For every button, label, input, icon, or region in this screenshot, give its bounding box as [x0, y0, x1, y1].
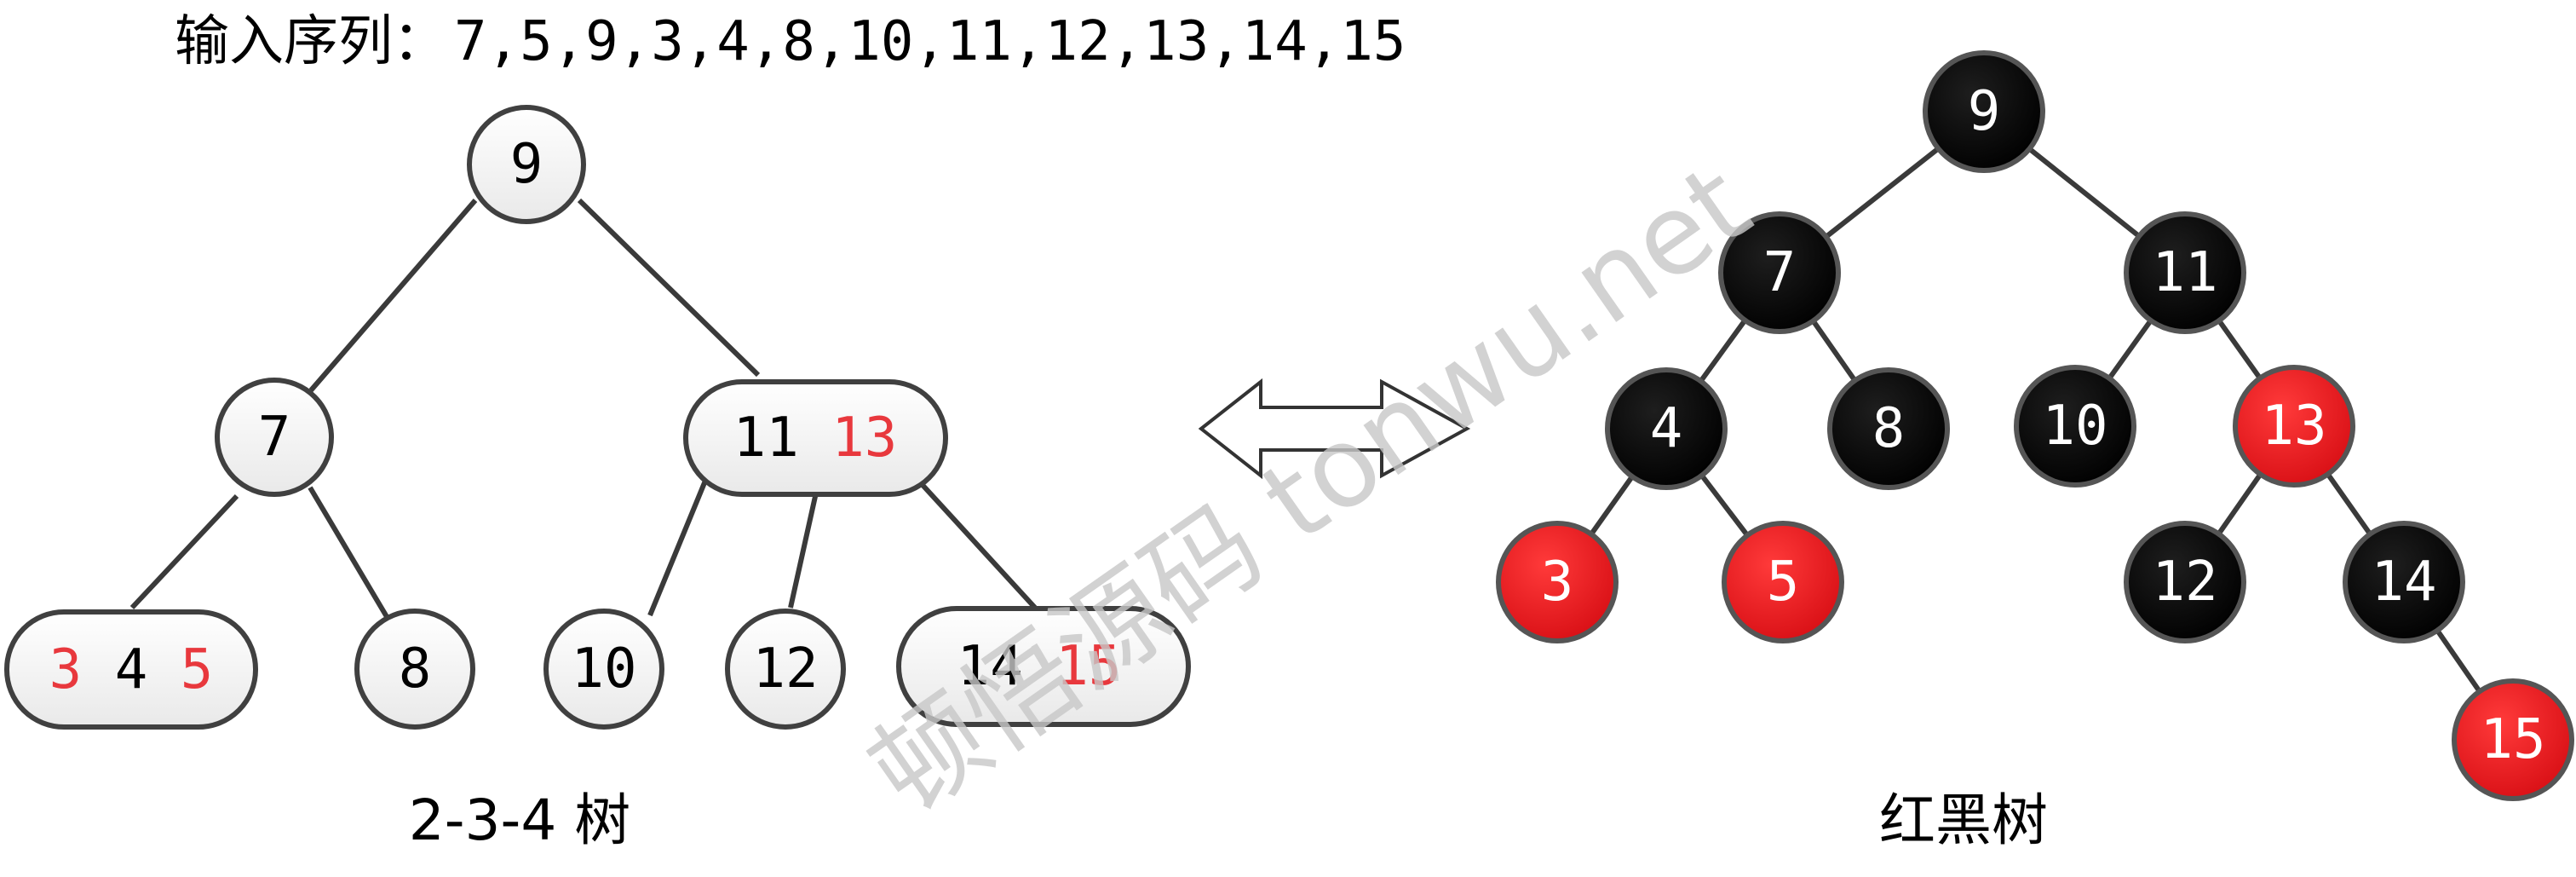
node-key-15: 15	[1023, 635, 1122, 698]
node-234-8: 8	[354, 609, 475, 730]
node-234-9: 9	[467, 105, 586, 224]
node-234-11-13-label: 11 13	[733, 407, 898, 470]
node-rb-13: 13	[2233, 365, 2355, 488]
rb-node-circle-8	[1827, 367, 1950, 490]
edge-234-9-7	[308, 199, 478, 392]
node-key-8: 8	[399, 638, 432, 701]
node-rb-14: 14	[2343, 521, 2465, 643]
edge-234-1113-12	[788, 492, 819, 609]
node-rb-12-label: 12	[2152, 551, 2217, 614]
rb-node-circle-3	[1496, 521, 1619, 643]
input-sequence-prefix: 输入序列：	[175, 10, 447, 73]
node-234-8-label: 8	[399, 638, 432, 701]
node-rb-11-label: 11	[2152, 241, 2217, 304]
node-key-11: 11	[733, 407, 799, 470]
rb-node-circle-10	[2014, 365, 2136, 488]
rb-node-circle-12	[2124, 521, 2246, 643]
edge-234-1113-10	[647, 479, 708, 617]
node-234-9-label: 9	[510, 133, 543, 196]
node-rb-8-label: 8	[1872, 397, 1906, 460]
node-key-5: 5	[147, 638, 213, 701]
rb-node-circle-11	[2124, 211, 2246, 334]
node-rb-9: 9	[1923, 50, 2045, 173]
rb-node-circle-4	[1605, 367, 1728, 490]
node-rb-7-label: 7	[1763, 241, 1797, 304]
node-rb-15-label: 15	[2480, 708, 2545, 771]
node-rb-5: 5	[1722, 521, 1844, 643]
double-arrow-icon	[1198, 378, 1471, 480]
edge-234-1113-1415	[919, 482, 1038, 610]
rb-tree-caption: 红黑树	[1879, 788, 2048, 853]
edge-234-9-1113	[577, 198, 761, 378]
node-key-13: 13	[799, 407, 898, 470]
edge-234-7-345	[129, 493, 239, 610]
node-234-3-4-5: 3 4 5	[4, 609, 258, 730]
node-234-7: 7	[215, 378, 334, 497]
node-234-7-label: 7	[258, 406, 291, 469]
node-rb-3: 3	[1496, 521, 1619, 643]
node-key-10: 10	[571, 638, 636, 701]
tree-234: 9 7 11 13 3 4 5 8 10 12 14 15	[4, 105, 1191, 853]
node-rb-7: 7	[1718, 211, 1841, 334]
edge-234-7-8	[308, 486, 391, 621]
rb-node-circle-7	[1718, 211, 1841, 334]
node-key-7: 7	[258, 406, 291, 469]
node-rb-10-label: 10	[2042, 395, 2107, 458]
watermark: 顿悟源码 tonwu.net	[848, 139, 1773, 840]
node-rb-12: 12	[2124, 521, 2246, 643]
node-rb-14-label: 14	[2371, 551, 2436, 614]
rb-tree: 9 7 11 4 8 10 13 3	[1496, 50, 2574, 853]
rb-node-circle-15	[2452, 678, 2574, 801]
tree-234-caption: 2-3-4 树	[409, 788, 631, 853]
node-234-3-4-5-label: 3 4 5	[49, 638, 214, 701]
rb-node-circle-5	[1722, 521, 1844, 643]
node-key-4: 4	[82, 638, 147, 701]
rb-node-circle-9	[1923, 50, 2045, 173]
node-rb-13-label: 13	[2261, 395, 2326, 458]
node-234-12: 12	[725, 609, 846, 730]
rb-node-circle-13	[2233, 365, 2355, 488]
node-rb-4-label: 4	[1650, 397, 1683, 460]
node-rb-11: 11	[2124, 211, 2246, 334]
input-sequence-label: 输入序列：7,5,9,3,4,8,10,11,12,13,14,15	[175, 10, 1406, 73]
node-234-14-15: 14 15	[896, 606, 1191, 727]
input-sequence-values: 7,5,9,3,4,8,10,11,12,13,14,15	[454, 10, 1406, 73]
node-234-10-label: 10	[571, 638, 636, 701]
node-234-12-label: 12	[752, 638, 818, 701]
node-rb-5-label: 5	[1767, 551, 1800, 614]
node-rb-4: 4	[1605, 367, 1728, 490]
node-rb-8: 8	[1827, 367, 1950, 490]
rb-node-circle-14	[2343, 521, 2465, 643]
node-key-9: 9	[510, 133, 543, 196]
node-rb-9-label: 9	[1968, 80, 2001, 143]
node-234-14-15-label: 14 15	[957, 635, 1122, 698]
node-key-3: 3	[49, 638, 83, 701]
node-key-12: 12	[752, 638, 818, 701]
node-rb-10: 10	[2014, 365, 2136, 488]
node-234-11-13: 11 13	[683, 379, 948, 497]
watermark-text: 顿悟源码 tonwu.net	[848, 139, 1773, 840]
node-234-10: 10	[543, 609, 664, 730]
node-rb-3-label: 3	[1541, 551, 1574, 614]
node-key-14: 14	[957, 635, 1023, 698]
node-rb-15: 15	[2452, 678, 2574, 801]
tree-234-edges	[129, 198, 1038, 621]
